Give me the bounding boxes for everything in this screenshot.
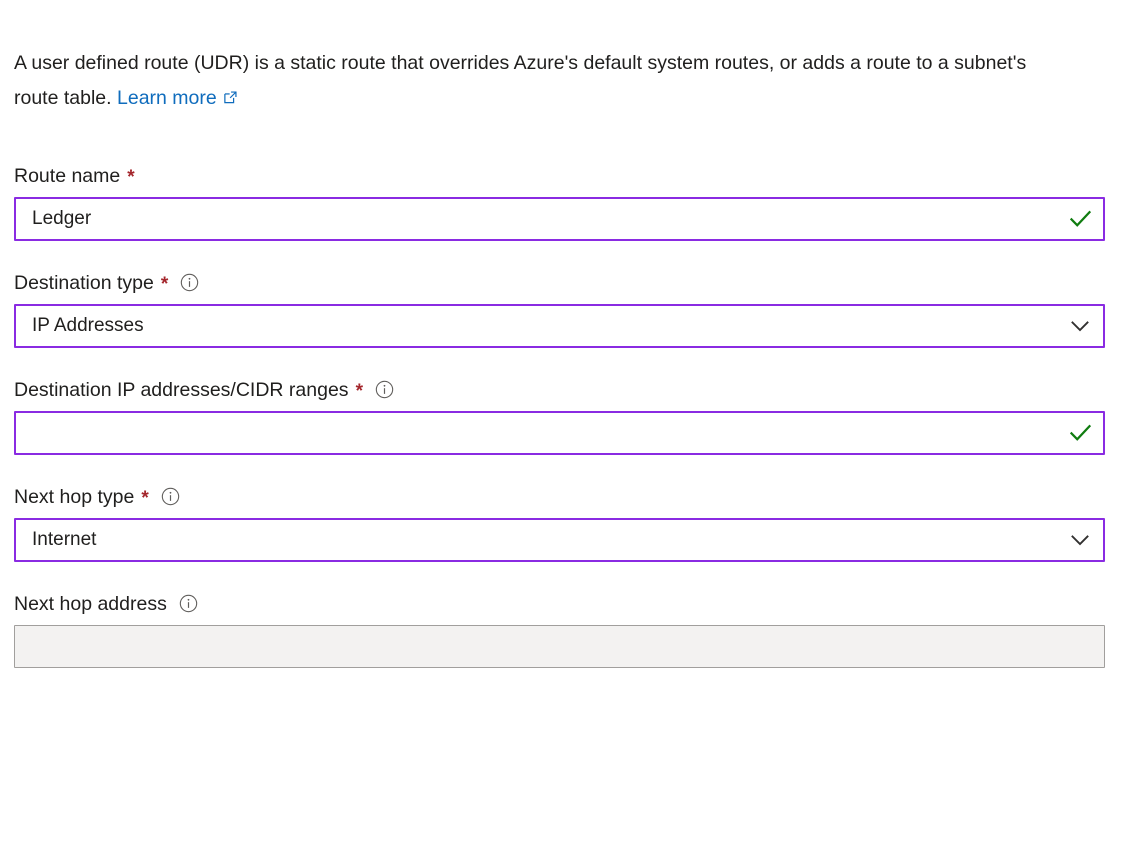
dropdown-arrow[interactable] (1057, 520, 1103, 560)
external-link-icon (223, 90, 238, 105)
label-text: Destination type (14, 271, 154, 294)
field-group-next-hop-address: Next hop address (14, 592, 1105, 668)
route-name-value: Ledger (32, 207, 92, 229)
label-next-hop-address: Next hop address (14, 592, 1105, 616)
label-destination-ip: Destination IP addresses/CIDR ranges * (14, 378, 1105, 402)
info-icon[interactable] (179, 594, 198, 613)
required-asterisk: * (355, 381, 363, 402)
label-text: Route name (14, 164, 121, 187)
label-destination-type: Destination type * (14, 271, 1105, 295)
blade-description: A user defined route (UDR) is a static r… (14, 20, 1072, 116)
info-icon[interactable] (180, 273, 199, 292)
check-icon (1067, 419, 1094, 446)
label-next-hop-type: Next hop type * (14, 485, 1105, 509)
valid-check-adornment (1057, 199, 1103, 239)
route-form: Route name * Ledger Destination type * I… (14, 164, 1105, 668)
next-hop-address-input (14, 624, 1105, 668)
info-icon[interactable] (375, 380, 394, 399)
learn-more-label: Learn more (117, 86, 217, 109)
chevron-down-icon (1068, 314, 1092, 338)
required-asterisk: * (160, 274, 169, 295)
label-text: Destination IP addresses/CIDR ranges (14, 378, 349, 401)
field-group-destination-type: Destination type * IP Addresses (14, 271, 1105, 348)
route-name-input[interactable]: Ledger (14, 196, 1105, 241)
info-icon[interactable] (161, 487, 180, 506)
field-group-destination-ip: Destination IP addresses/CIDR ranges * (14, 378, 1105, 455)
valid-check-adornment (1057, 413, 1103, 453)
required-asterisk: * (127, 167, 135, 188)
field-group-next-hop-type: Next hop type * Internet (14, 485, 1105, 562)
add-route-blade: A user defined route (UDR) is a static r… (0, 20, 1122, 846)
destination-type-select[interactable]: IP Addresses (14, 303, 1105, 348)
label-text: Next hop type (14, 485, 135, 508)
label-text: Next hop address (14, 592, 167, 615)
destination-type-value: IP Addresses (32, 314, 144, 336)
next-hop-type-value: Internet (32, 528, 97, 550)
label-route-name: Route name * (14, 164, 1105, 188)
field-group-route-name: Route name * Ledger (14, 164, 1105, 241)
next-hop-type-select[interactable]: Internet (14, 517, 1105, 562)
required-asterisk: * (141, 488, 149, 509)
chevron-down-icon (1068, 528, 1092, 552)
learn-more-link[interactable]: Learn more (117, 87, 238, 109)
description-text: A user defined route (UDR) is a static r… (14, 51, 1027, 109)
check-icon (1067, 205, 1094, 232)
destination-ip-input[interactable] (14, 410, 1105, 455)
dropdown-arrow[interactable] (1057, 306, 1103, 346)
